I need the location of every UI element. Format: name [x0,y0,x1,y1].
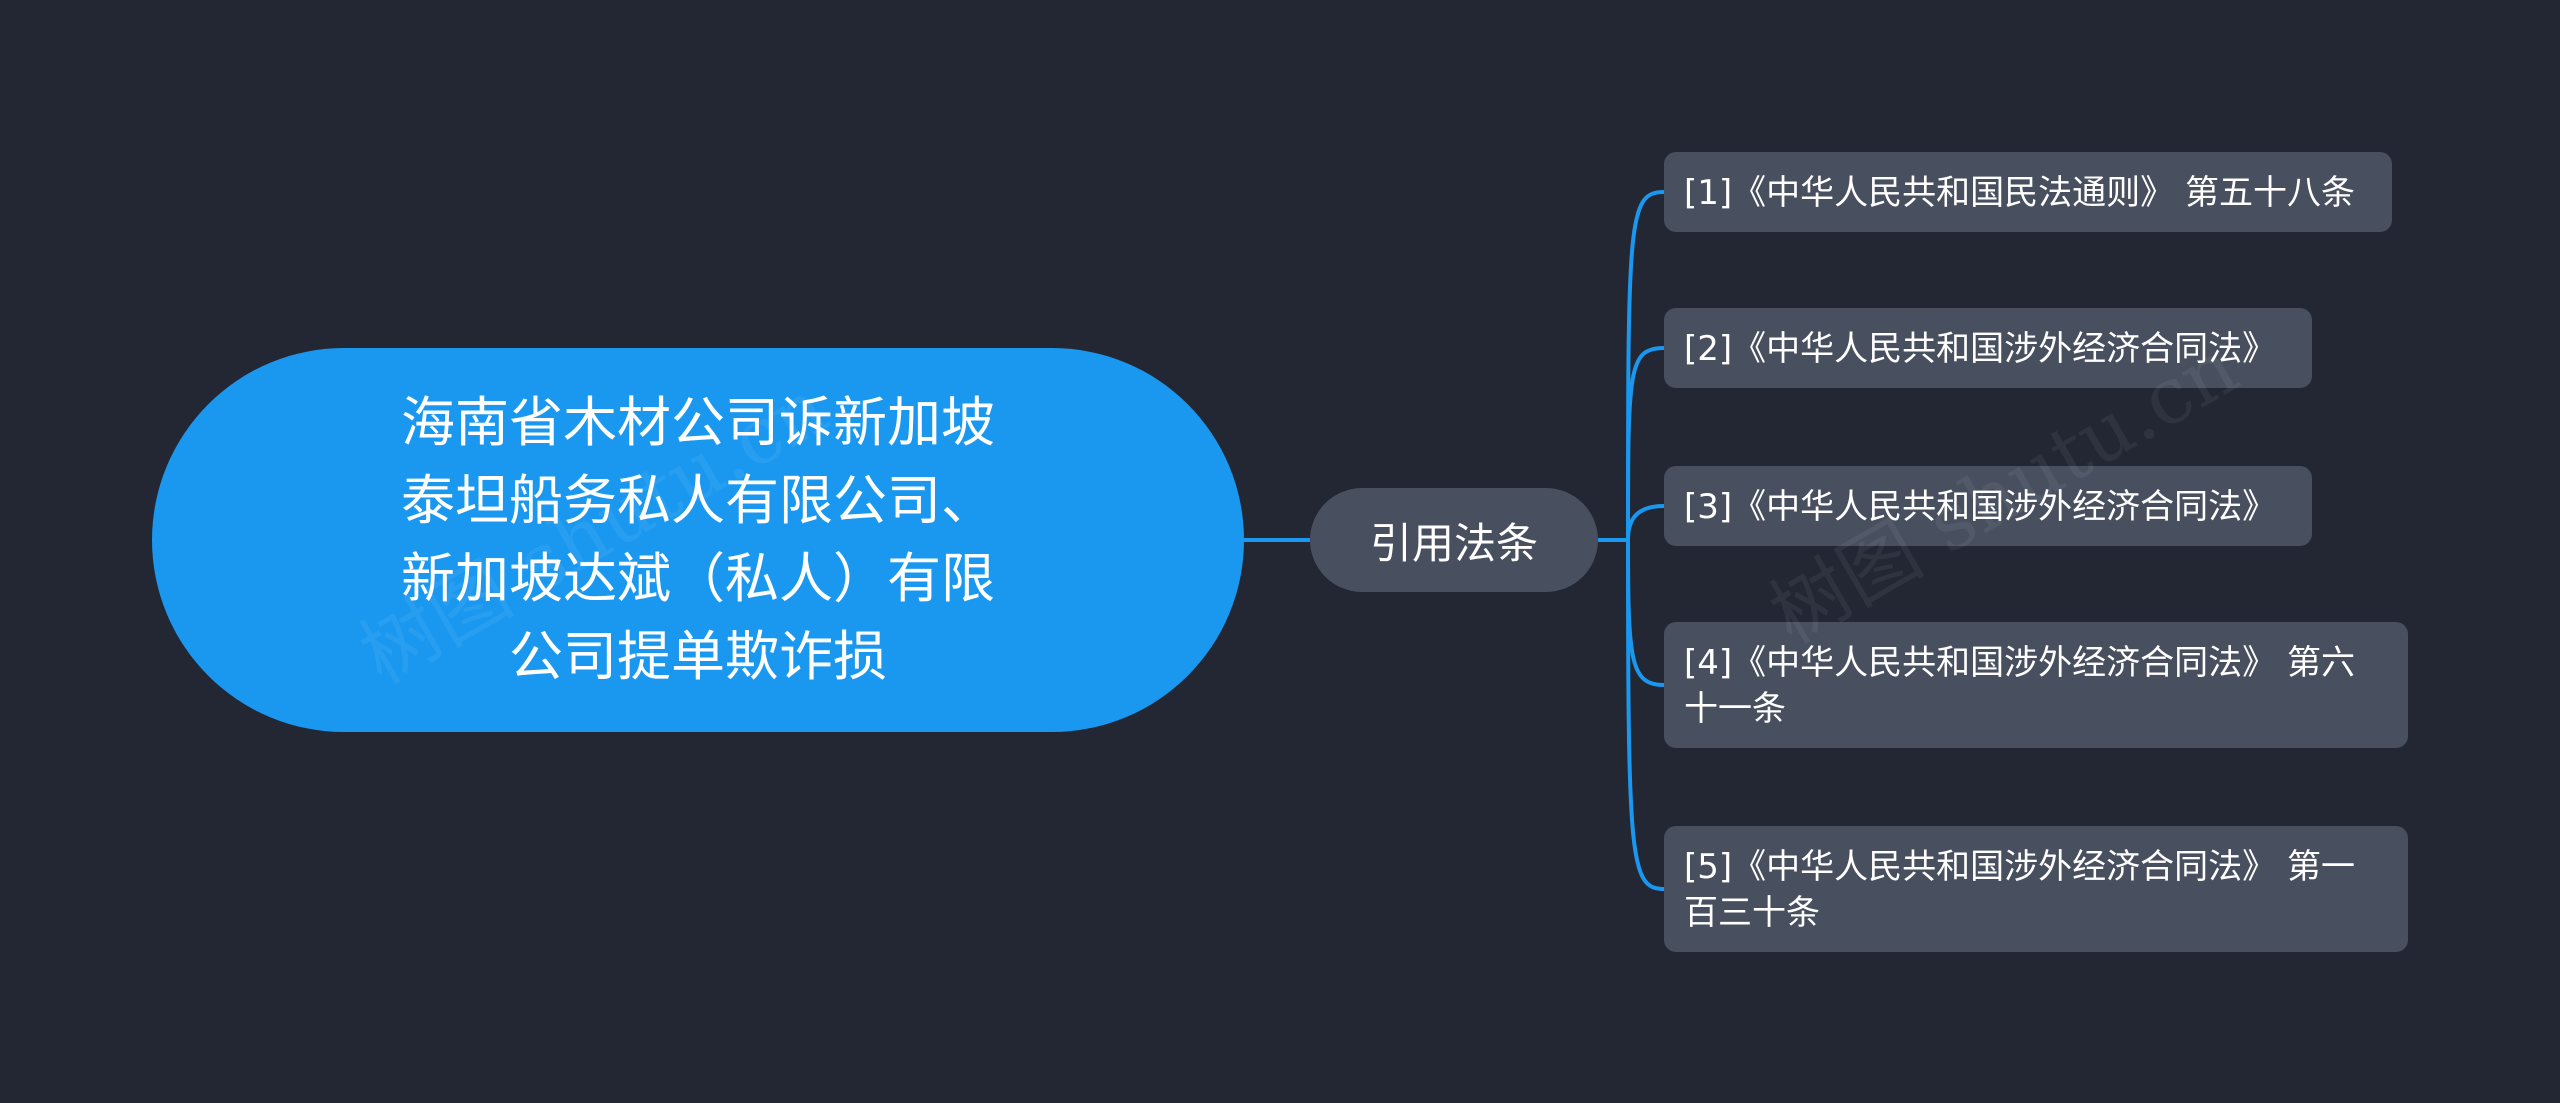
leaf-node-text: [5]《中华人民共和国涉外经济合同法》 第一百三十条 [1684,847,2355,933]
leaf-node-4[interactable]: [4]《中华人民共和国涉外经济合同法》 第六十一条 [1664,622,2408,748]
root-topic-line: 新加坡达斌（私人）有限 [401,547,995,610]
root-topic-line: 公司提单欺诈损 [509,625,887,688]
leaf-connector-5 [1626,539,1665,891]
leaf-connector-4 [1626,539,1665,687]
root-topic-line: 泰坦船务私人有限公司、 [401,469,995,532]
root-topic-node[interactable]: 海南省木材公司诉新加坡 泰坦船务私人有限公司、 新加坡达斌（私人）有限 公司提单… [152,348,1244,732]
leaf-node-2[interactable]: [2]《中华人民共和国涉外经济合同法》 [1664,308,2312,388]
leaf-node-text: [1]《中华人民共和国民法通则》 第五十八条 [1684,173,2355,213]
leaf-node-1[interactable]: [1]《中华人民共和国民法通则》 第五十八条 [1664,152,2392,232]
leaf-node-text: [2]《中华人民共和国涉外经济合同法》 [1684,329,2277,369]
leaf-connector-1 [1626,190,1665,541]
leaf-node-text: [4]《中华人民共和国涉外经济合同法》 第六十一条 [1684,643,2355,729]
leaf-node-3[interactable]: [3]《中华人民共和国涉外经济合同法》 [1664,466,2312,546]
branch-node-cited-laws[interactable]: 引用法条 [1310,488,1598,592]
leaf-node-text: [3]《中华人民共和国涉外经济合同法》 [1684,487,2277,527]
root-topic-line: 海南省木材公司诉新加坡 [401,391,995,454]
leaf-node-5[interactable]: [5]《中华人民共和国涉外经济合同法》 第一百三十条 [1664,826,2408,952]
root-topic-title: 海南省木材公司诉新加坡 泰坦船务私人有限公司、 新加坡达斌（私人）有限 公司提单… [348,384,1048,696]
leaf-connector-2 [1626,346,1665,541]
leaf-connector-3 [1626,504,1665,541]
branch-node-label: 引用法条 [1369,518,1538,568]
